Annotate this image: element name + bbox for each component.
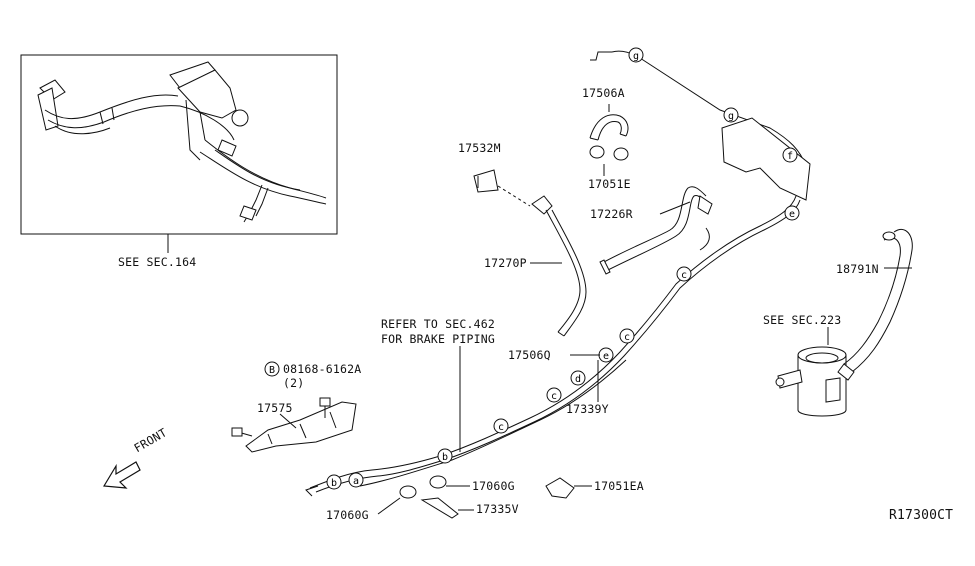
- hose-17506a: [589, 104, 629, 141]
- label-17575: 17575: [257, 401, 293, 415]
- marker-b: b: [437, 448, 453, 464]
- marker-c-low2: c: [493, 418, 509, 434]
- label-see-sec-164: SEE SEC.164: [118, 255, 197, 269]
- fuel-pipe-bundle: [305, 50, 811, 497]
- svg-text:c: c: [498, 422, 504, 433]
- svg-text:a: a: [353, 476, 359, 487]
- svg-text:B: B: [269, 365, 275, 376]
- connector-17532m: [473, 169, 499, 193]
- label-bolt-qty: (2): [283, 376, 305, 390]
- marker-e-low: e: [598, 347, 614, 363]
- svg-text:c: c: [551, 391, 557, 402]
- svg-text:c: c: [681, 270, 687, 281]
- marker-a: a: [348, 472, 364, 488]
- label-17060g-left: 17060G: [326, 508, 369, 522]
- svg-text:b: b: [442, 452, 448, 463]
- label-17506a: 17506A: [582, 86, 625, 100]
- label-18791n: 18791N: [836, 262, 879, 276]
- svg-text:d: d: [575, 374, 581, 385]
- inset-filler-assembly: [20, 54, 338, 235]
- label-refer-line1: REFER TO SEC.462: [381, 317, 495, 331]
- label-see-sec-223: SEE SEC.223: [763, 313, 842, 327]
- svg-text:g: g: [633, 51, 639, 62]
- canister: [775, 346, 847, 417]
- svg-text:g: g: [728, 111, 734, 122]
- svg-text:e: e: [603, 351, 609, 362]
- hose-18791n: [837, 228, 913, 381]
- label-17226r: 17226R: [590, 207, 633, 221]
- pad-17335v: [420, 497, 474, 519]
- label-17060g-right: 17060G: [472, 479, 515, 493]
- marker-d: d: [570, 370, 586, 386]
- marker-e-top: e: [784, 205, 800, 221]
- svg-text:f: f: [787, 151, 793, 162]
- marker-c-low1: c: [546, 387, 562, 403]
- label-17339y: 17339Y: [566, 402, 609, 416]
- clip-17060g-b: [429, 475, 470, 489]
- bracket-17575: [231, 397, 357, 453]
- marker-c-top: c: [676, 266, 692, 282]
- marker-c-mid: c: [619, 328, 635, 344]
- label-17270p: 17270P: [484, 256, 527, 270]
- label-17051e: 17051E: [588, 177, 631, 191]
- bolt-circle-b-icon: B: [264, 361, 280, 377]
- diagram-code: R17300CT: [889, 508, 954, 523]
- label-bolt-part: 08168-6162A: [283, 362, 362, 376]
- clip-17060g-a: [377, 485, 417, 515]
- hose-17270p: [531, 195, 587, 337]
- label-17335v: 17335V: [476, 502, 519, 516]
- marker-f: f: [782, 147, 798, 163]
- front-arrow-icon: [102, 461, 141, 489]
- marker-g-top: g: [628, 47, 644, 63]
- svg-text:b: b: [331, 478, 337, 489]
- pipe-markers: g g f e c c e d c c b b a: [326, 47, 800, 490]
- clip-17051ea: [545, 477, 592, 499]
- clips-17051e: [589, 145, 629, 176]
- svg-text:c: c: [624, 332, 630, 343]
- label-17532m: 17532M: [458, 141, 501, 155]
- marker-g-mid: g: [723, 107, 739, 123]
- label-17506q: 17506Q: [508, 348, 551, 362]
- label-17051ea: 17051EA: [594, 479, 644, 493]
- svg-text:e: e: [789, 209, 795, 220]
- label-refer-line2: FOR BRAKE PIPING: [381, 332, 495, 346]
- hose-17226r: [599, 186, 713, 275]
- marker-b-left: b: [326, 474, 342, 490]
